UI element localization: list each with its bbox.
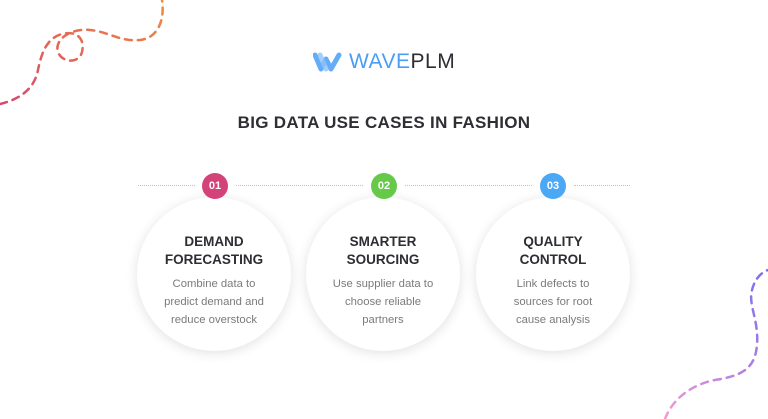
logo-wave: WAVE <box>349 50 411 73</box>
dotted-connector <box>574 185 630 186</box>
dotted-connector <box>236 185 363 186</box>
logo-plm: PLM <box>410 50 456 73</box>
page-title: BIG DATA USE CASES IN FASHION <box>237 113 531 132</box>
logo-text: WAVEPLM <box>349 50 455 74</box>
step-badge-01: 01 <box>202 173 228 199</box>
wave-plm-logo[interactable]: WAVEPLM <box>313 50 455 74</box>
step-badge-03: 03 <box>540 173 566 199</box>
dotted-connector <box>138 185 195 186</box>
wave-logo-icon <box>313 52 342 72</box>
dotted-connector <box>405 185 532 186</box>
step-badge-02: 02 <box>371 173 397 199</box>
